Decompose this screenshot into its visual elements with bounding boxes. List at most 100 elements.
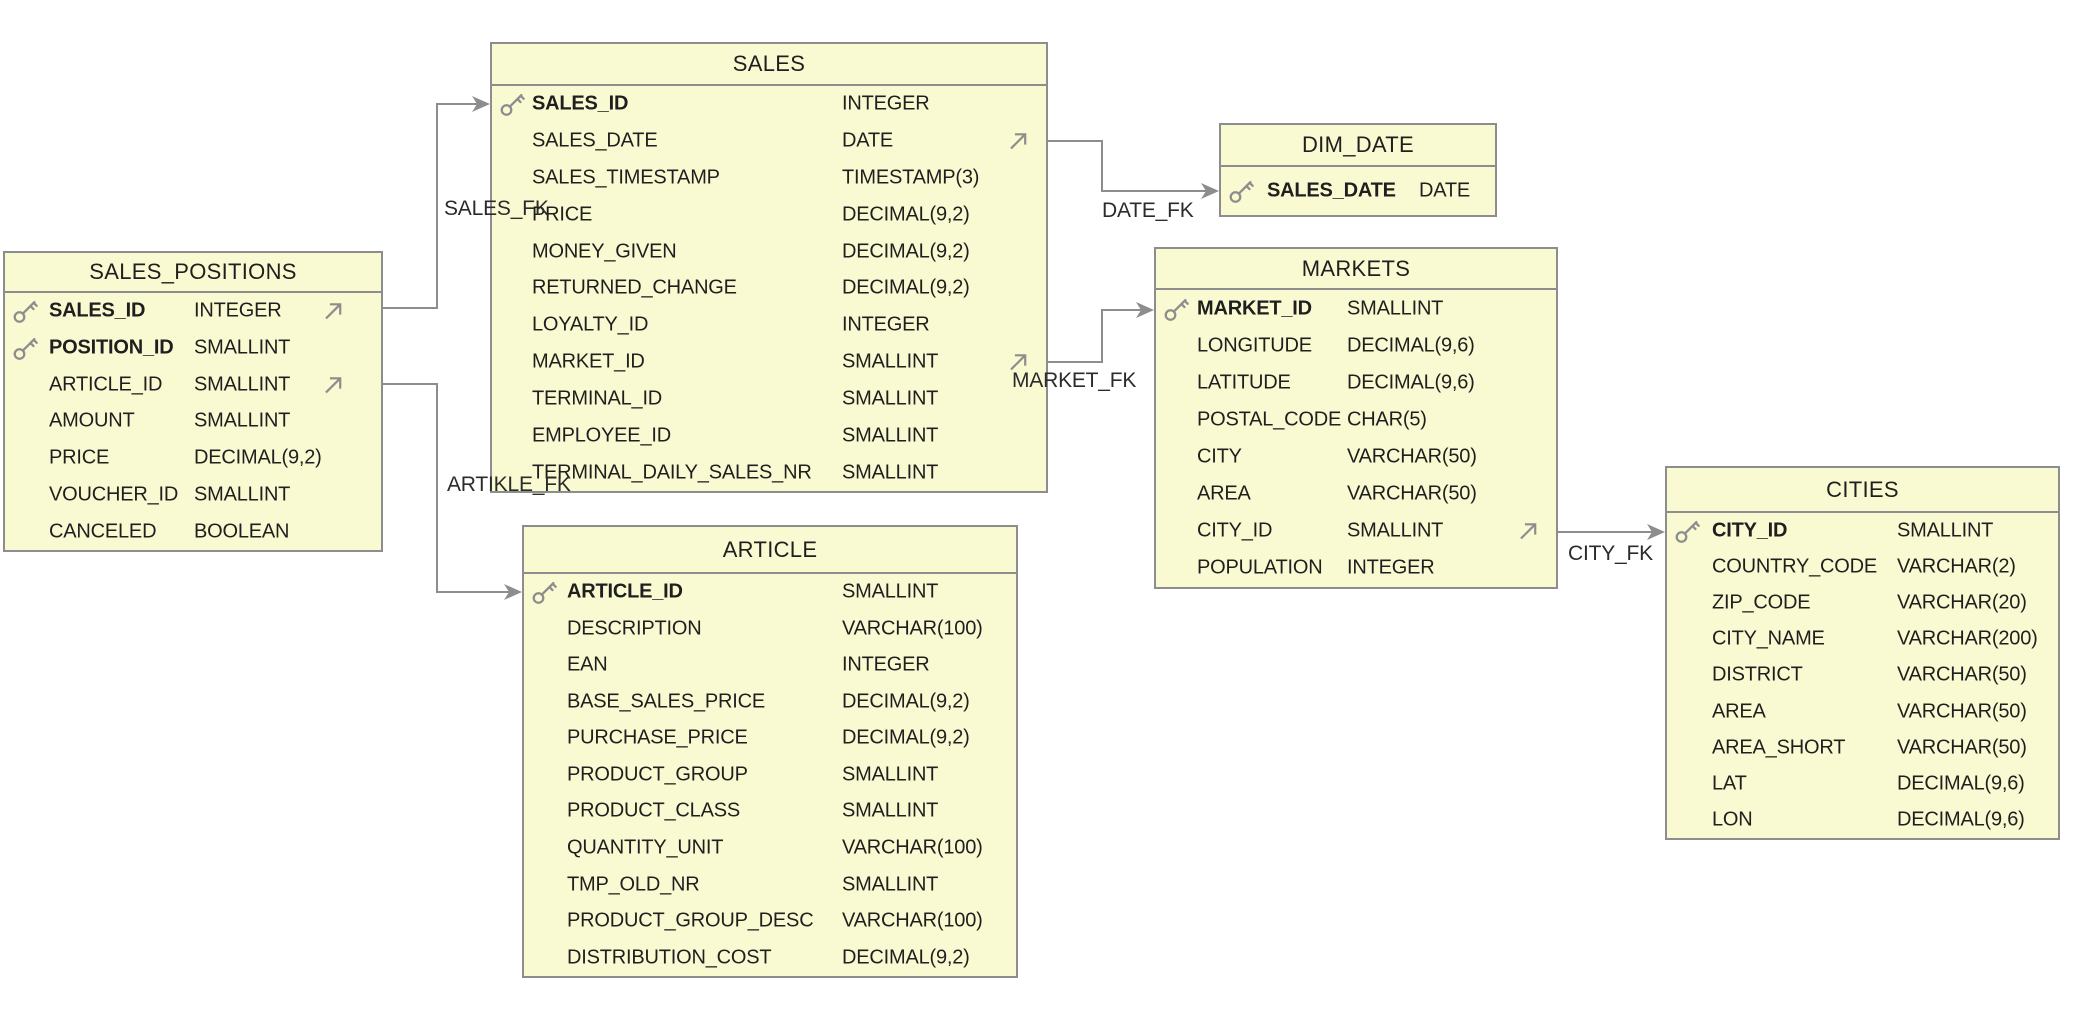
relation-arrowhead xyxy=(1201,183,1219,199)
primary-key-icon xyxy=(498,90,527,119)
field-name: AREA_SHORT xyxy=(1712,736,1846,759)
fk-arrow-icon xyxy=(322,300,345,323)
relation-market-fk[interactable] xyxy=(1048,302,1154,363)
field-type: SMALLINT xyxy=(842,424,939,447)
row-city-name[interactable]: CITY_NAME VARCHAR(200) xyxy=(1667,621,2058,657)
primary-key-icon xyxy=(1162,294,1191,323)
table-header-dim-date[interactable]: DIM_DATE xyxy=(1221,125,1495,167)
table-header-article[interactable]: ARTICLE xyxy=(524,527,1016,574)
field-type: VARCHAR(100) xyxy=(842,909,983,932)
table-header-cities[interactable]: CITIES xyxy=(1667,468,2058,513)
field-type: DECIMAL(9,2) xyxy=(194,446,322,469)
relation-arrowhead xyxy=(1647,524,1665,540)
field-name: PRODUCT_GROUP_DESC xyxy=(567,909,814,932)
relation-label-market-fk[interactable]: MARKET_FK xyxy=(1012,369,1137,392)
relation-label-sales-fk[interactable]: SALES_FK xyxy=(444,197,549,220)
table-header-markets[interactable]: MARKETS xyxy=(1156,249,1556,290)
relation-label-artikle-fk[interactable]: ARTIKLE_FK xyxy=(447,473,571,496)
field-type: SMALLINT xyxy=(842,799,939,822)
table-header-sales-positions[interactable]: SALES_POSITIONS xyxy=(5,253,381,293)
fk-arrow-icon xyxy=(322,373,345,396)
fk-arrow-icon xyxy=(1007,130,1030,153)
primary-key-icon xyxy=(11,297,40,326)
field-type: DECIMAL(9,2) xyxy=(842,726,970,749)
field-name: MONEY_GIVEN xyxy=(532,240,677,263)
row-purchase-price[interactable]: PURCHASE_PRICE DECIMAL(9,2) xyxy=(524,720,1016,757)
field-name: PURCHASE_PRICE xyxy=(567,726,748,749)
field-type: DECIMAL(9,6) xyxy=(1897,772,2025,795)
relation-label-date-fk[interactable]: DATE_FK xyxy=(1102,199,1194,222)
table-title: MARKETS xyxy=(1301,255,1411,281)
field-name: DISTRIBUTION_COST xyxy=(567,946,772,969)
relation-city-fk[interactable] xyxy=(1558,524,1665,540)
field-name: TERMINAL_ID xyxy=(532,387,663,410)
relation-artikle-fk[interactable] xyxy=(383,383,522,600)
field-name: BASE_SALES_PRICE xyxy=(567,690,766,713)
relation-date-fk[interactable] xyxy=(1048,140,1219,199)
field-type: SMALLINT xyxy=(194,336,291,359)
field-type: INTEGER xyxy=(1347,556,1435,579)
field-name: CITY_NAME xyxy=(1712,627,1825,650)
relation-sales-fk[interactable] xyxy=(383,96,490,309)
row-product-group-desc[interactable]: PRODUCT_GROUP_DESC VARCHAR(100) xyxy=(524,903,1016,940)
relation-arrowhead xyxy=(472,96,490,112)
relation-label-city-fk[interactable]: CITY_FK xyxy=(1568,542,1653,565)
field-type: VARCHAR(200) xyxy=(1897,627,2038,650)
field-type: VARCHAR(50) xyxy=(1347,445,1477,468)
table-header-sales[interactable]: SALES xyxy=(492,44,1046,86)
field-type: INTEGER xyxy=(842,92,930,115)
